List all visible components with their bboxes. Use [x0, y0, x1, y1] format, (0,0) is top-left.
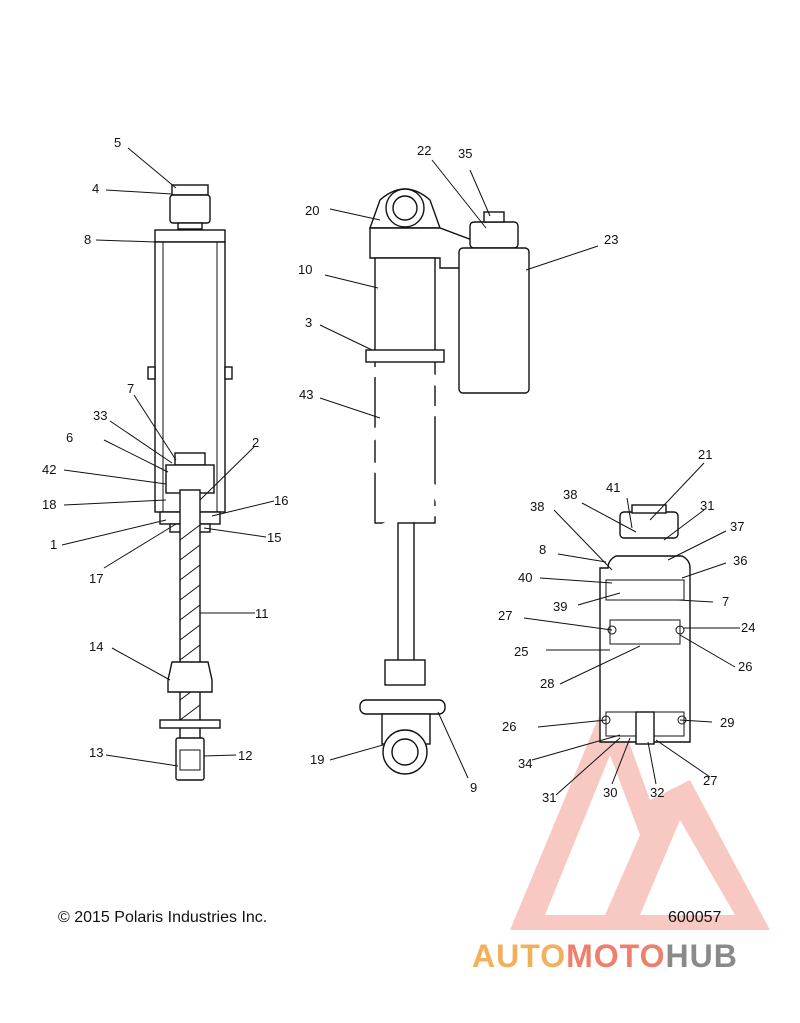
callout-22: 22: [417, 143, 431, 158]
watermark-wordmark: AUTOMOTOHUB: [472, 938, 738, 975]
left-shock-cutaway: [147, 184, 233, 781]
callout-19: 19: [310, 752, 324, 767]
callout-16: 16: [274, 493, 288, 508]
callout-39: 39: [553, 599, 567, 614]
callout-7-left: 7: [127, 381, 134, 396]
callout-12: 12: [238, 748, 252, 763]
callout-30: 30: [603, 785, 617, 800]
callout-25: 25: [514, 644, 528, 659]
callout-31-top: 31: [700, 498, 714, 513]
callout-18: 18: [42, 497, 56, 512]
callout-17: 17: [89, 571, 103, 586]
callout-labels: 5 4 8 7 33 6 42 18 1 2 16 15 17 11 14 13…: [42, 135, 755, 805]
callout-40: 40: [518, 570, 532, 585]
watermark-word-auto: AUTO: [472, 938, 567, 974]
callout-21: 21: [698, 447, 712, 462]
callout-6: 6: [66, 430, 73, 445]
callout-27-right: 27: [703, 773, 717, 788]
callout-35: 35: [458, 146, 472, 161]
callout-27-left: 27: [498, 608, 512, 623]
copyright-text: © 2015 Polaris Industries Inc.: [58, 909, 268, 926]
callout-36: 36: [733, 553, 747, 568]
callout-42: 42: [42, 462, 56, 477]
callout-34: 34: [518, 756, 532, 771]
callout-8-right: 8: [539, 542, 546, 557]
callout-15: 15: [267, 530, 281, 545]
diagram-part-number: 600057: [668, 909, 722, 926]
callout-38-top: 38: [563, 487, 577, 502]
right-reservoir-cutaway: [599, 504, 691, 745]
callout-29: 29: [720, 715, 734, 730]
watermark-logo: [510, 690, 770, 930]
callout-26-left: 26: [502, 719, 516, 734]
watermark-word-moto: MOTO: [566, 938, 666, 974]
callout-33: 33: [93, 408, 107, 423]
watermark-word-hub: HUB: [665, 938, 738, 974]
callout-43: 43: [299, 387, 313, 402]
callout-31-bottom: 31: [542, 790, 556, 805]
callout-8-left: 8: [84, 232, 91, 247]
callout-23: 23: [604, 232, 618, 247]
callout-10: 10: [298, 262, 312, 277]
center-shock-assembly: [354, 188, 530, 775]
callout-3: 3: [305, 315, 312, 330]
callout-41: 41: [606, 480, 620, 495]
callout-38-left: 38: [530, 499, 544, 514]
callout-5: 5: [114, 135, 121, 150]
callout-28: 28: [540, 676, 554, 691]
leader-lines: [61, 147, 740, 796]
callout-9: 9: [470, 780, 477, 795]
callout-11: 11: [255, 606, 269, 621]
callout-7-right: 7: [722, 594, 729, 609]
callout-14: 14: [89, 639, 103, 654]
callout-26-right: 26: [738, 659, 752, 674]
callout-2: 2: [252, 435, 259, 450]
callout-1: 1: [50, 537, 57, 552]
callout-24: 24: [741, 620, 755, 635]
callout-32: 32: [650, 785, 664, 800]
callout-37: 37: [730, 519, 744, 534]
callout-13: 13: [89, 745, 103, 760]
callout-20: 20: [305, 203, 319, 218]
callout-4: 4: [92, 181, 99, 196]
